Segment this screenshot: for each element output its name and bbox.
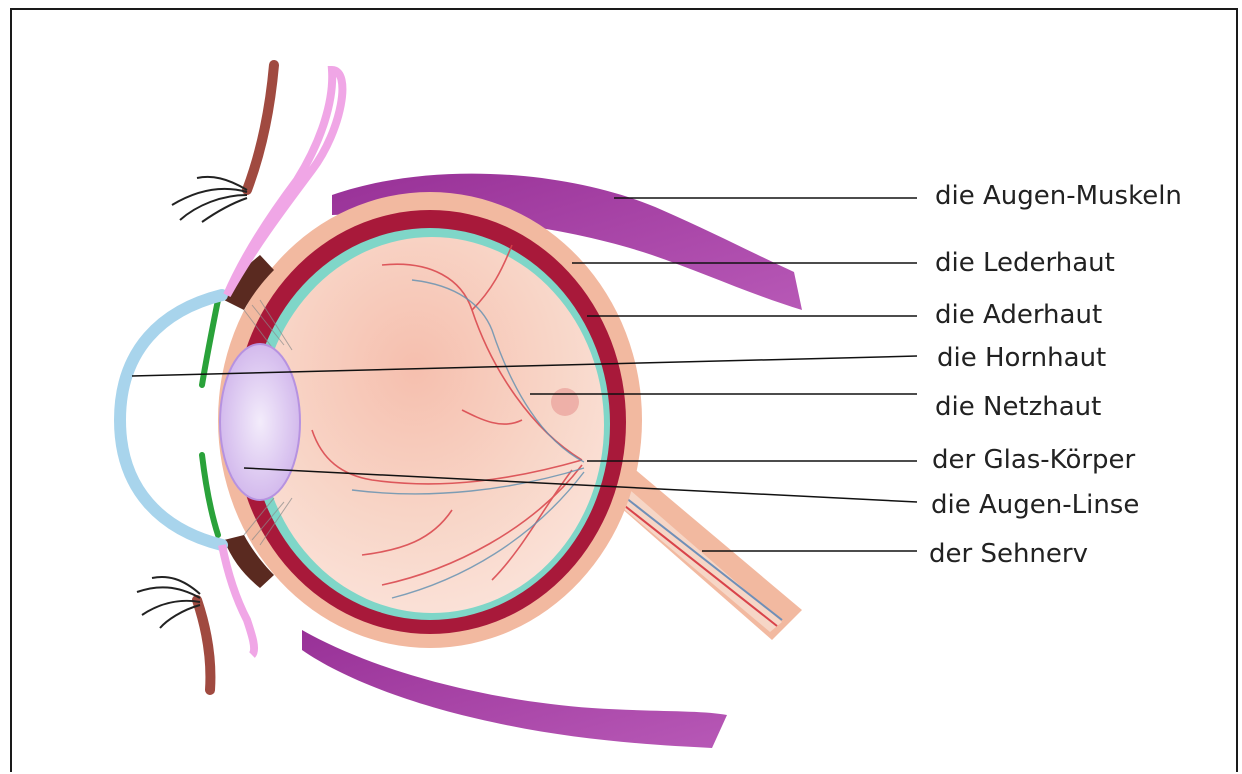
lower-eyelashes [137, 577, 200, 628]
label-eye-muscles: die Augen-Muskeln [935, 183, 1182, 209]
upper-eyelid-skin [247, 65, 274, 190]
lower-eye-muscle [302, 630, 727, 748]
label-choroid: die Aderhaut [935, 302, 1102, 328]
lens-shape [220, 344, 300, 500]
diagram-frame: die Augen-Muskeln die Lederhaut die Ader… [10, 8, 1238, 772]
iris-upper [202, 300, 218, 385]
macula-spot [551, 388, 579, 416]
upper-eyelashes [172, 177, 247, 222]
label-optic-nerve: der Sehnerv [929, 541, 1088, 567]
label-cornea: die Hornhaut [937, 345, 1106, 371]
lower-eyelid-skin [197, 600, 210, 690]
eye-illustration [12, 10, 1238, 772]
cornea-shape [120, 295, 222, 545]
iris-lower [202, 455, 218, 535]
label-retina: die Netzhaut [935, 394, 1101, 420]
label-sclera: die Lederhaut [935, 250, 1115, 276]
label-vitreous-body: der Glas-Körper [932, 447, 1135, 473]
vitreous-body-shape [260, 237, 604, 613]
label-lens: die Augen-Linse [931, 492, 1139, 518]
